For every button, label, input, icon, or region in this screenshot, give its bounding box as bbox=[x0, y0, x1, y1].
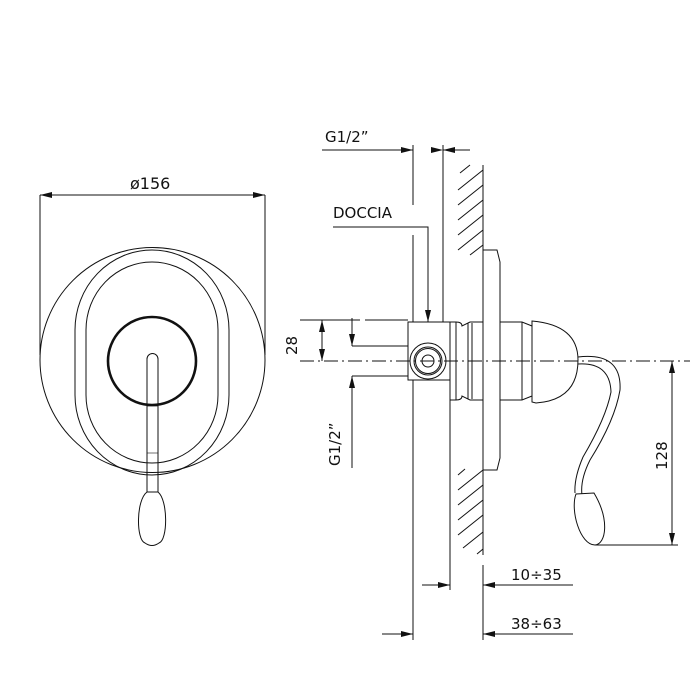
vertical-thread-label: G1/2” bbox=[326, 422, 344, 466]
wall-depth-label: 10÷35 bbox=[511, 566, 562, 584]
wall-flange bbox=[482, 249, 501, 471]
lever-stem bbox=[146, 353, 159, 492]
outlet-doccia-label: DOCCIA bbox=[333, 204, 392, 222]
diameter-label: ø156 bbox=[130, 174, 171, 193]
dome-cap bbox=[531, 320, 579, 404]
total-depth-label: 38÷63 bbox=[511, 615, 562, 633]
oval-plate-inner bbox=[85, 261, 219, 464]
wall-hatch-upper bbox=[457, 164, 484, 256]
knob-ring bbox=[106, 315, 198, 407]
offset-28-label: 28 bbox=[283, 335, 301, 355]
side-lever-tip bbox=[573, 492, 606, 546]
oval-plate-outer bbox=[74, 249, 230, 476]
side-view bbox=[300, 145, 690, 640]
side-lever bbox=[577, 355, 621, 496]
inlet-thread-label: G1/2” bbox=[325, 128, 369, 146]
wall-hatch-lower bbox=[457, 468, 484, 555]
front-view bbox=[39, 192, 266, 546]
handle-drop-128-label: 128 bbox=[653, 441, 671, 470]
lever-tip bbox=[138, 491, 167, 546]
diameter-dimension bbox=[39, 192, 266, 355]
rosette-outline bbox=[39, 247, 266, 473]
